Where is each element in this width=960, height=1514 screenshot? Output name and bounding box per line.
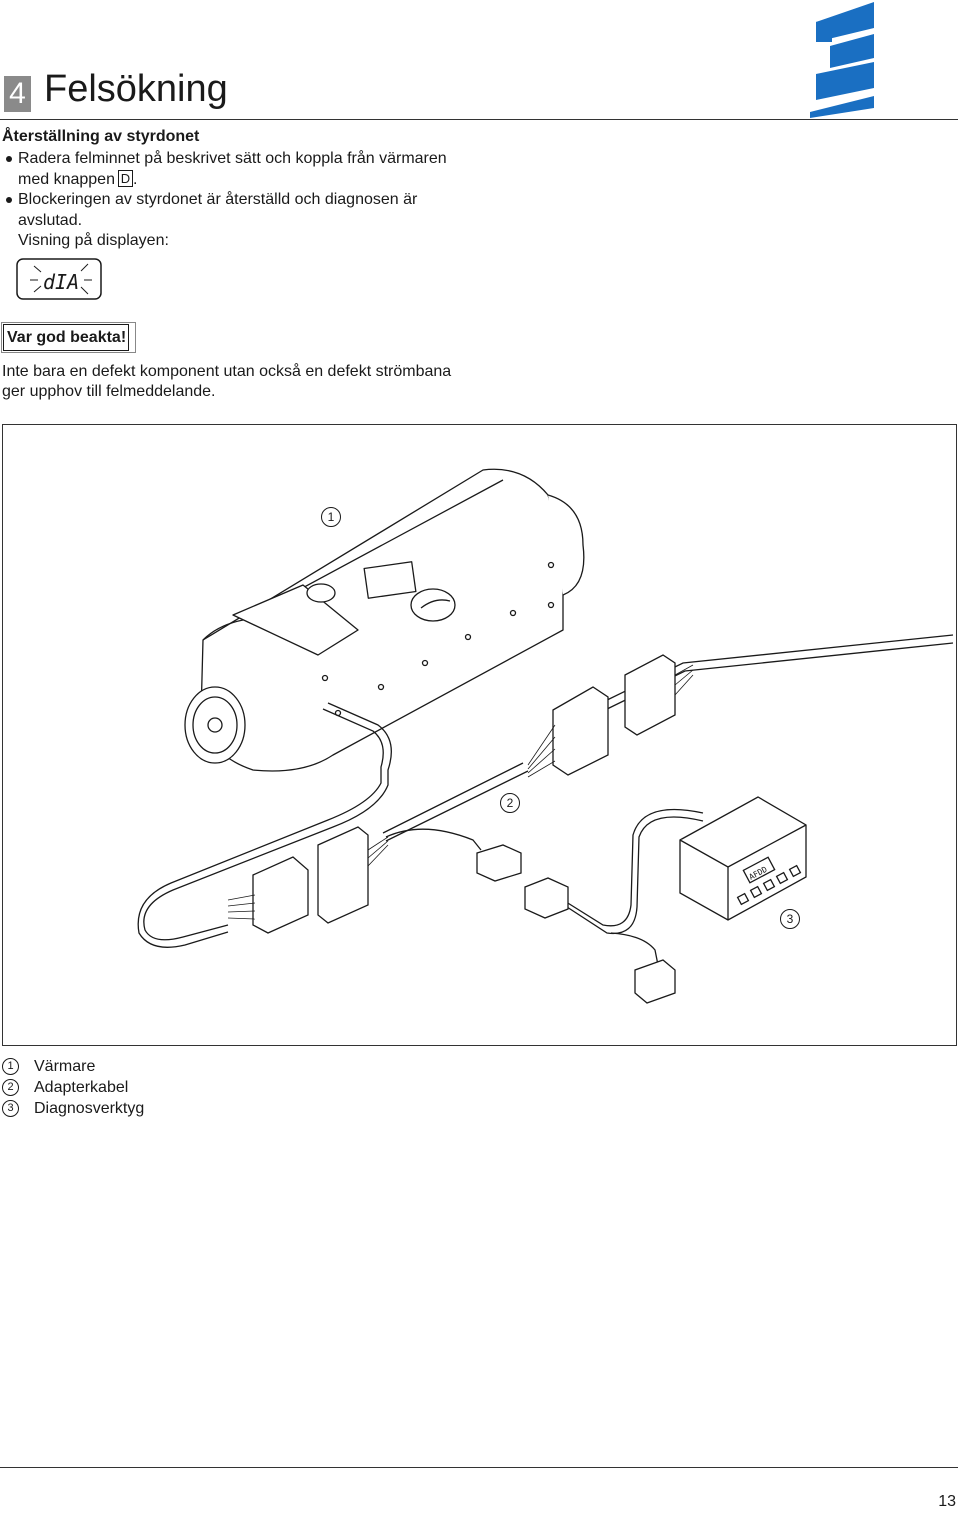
list-item: Blockeringen av styrdonet är återställd … — [2, 190, 472, 231]
legend-number: 1 — [2, 1058, 19, 1075]
notice-frame — [1, 322, 136, 353]
legend-item: 1 Värmare — [2, 1056, 144, 1077]
notice-label: Var god beakta! — [3, 324, 130, 351]
bullet-text: Blockeringen av styrdonet är återställd … — [18, 191, 418, 229]
display-text: dIA — [43, 270, 79, 294]
display-dia-icon: dIA — [16, 258, 102, 300]
chapter-number-box: 4 — [4, 76, 31, 112]
legend-label: Adapterkabel — [34, 1079, 129, 1096]
legend-item: 2 Adapterkabel — [2, 1077, 144, 1098]
bullet-dot-icon — [6, 156, 12, 162]
chapter-title: Felsökning — [44, 68, 228, 110]
section-heading: Återställning av styrdonet — [2, 128, 200, 145]
legend-label: Värmare — [34, 1058, 96, 1075]
display-label: Visning på displayen: — [18, 232, 169, 249]
eberspaecher-logo-icon — [810, 2, 874, 118]
header-rule — [0, 119, 958, 120]
bullet-text: Radera felminnet på beskrivet sätt och k… — [18, 150, 447, 188]
legend-item: 3 Diagnosverktyg — [2, 1098, 144, 1119]
callout-2: 2 — [500, 793, 520, 813]
list-item: Radera felminnet på beskrivet sätt och k… — [2, 149, 472, 190]
legend-label: Diagnosverktyg — [34, 1100, 145, 1117]
bullet-end: . — [132, 170, 138, 188]
notice-text: Inte bara en defekt komponent utan också… — [2, 363, 452, 400]
footer-rule — [0, 1467, 958, 1468]
legend-number: 2 — [2, 1079, 19, 1096]
heater-wiring-illustration: AFDD — [137, 468, 954, 1004]
callout-1: 1 — [321, 507, 341, 527]
bullet-dot-icon — [6, 197, 12, 203]
wiring-figure: AFDD 1 2 3 — [2, 424, 957, 1046]
page-number: 13 — [938, 1493, 956, 1510]
legend-number: 3 — [2, 1100, 19, 1117]
callout-3: 3 — [780, 909, 800, 929]
instruction-list: Radera felminnet på beskrivet sätt och k… — [2, 149, 472, 252]
key-d-icon: D — [117, 169, 133, 187]
figure-legend: 1 Värmare 2 Adapterkabel 3 Diagnosverkty… — [2, 1056, 144, 1119]
